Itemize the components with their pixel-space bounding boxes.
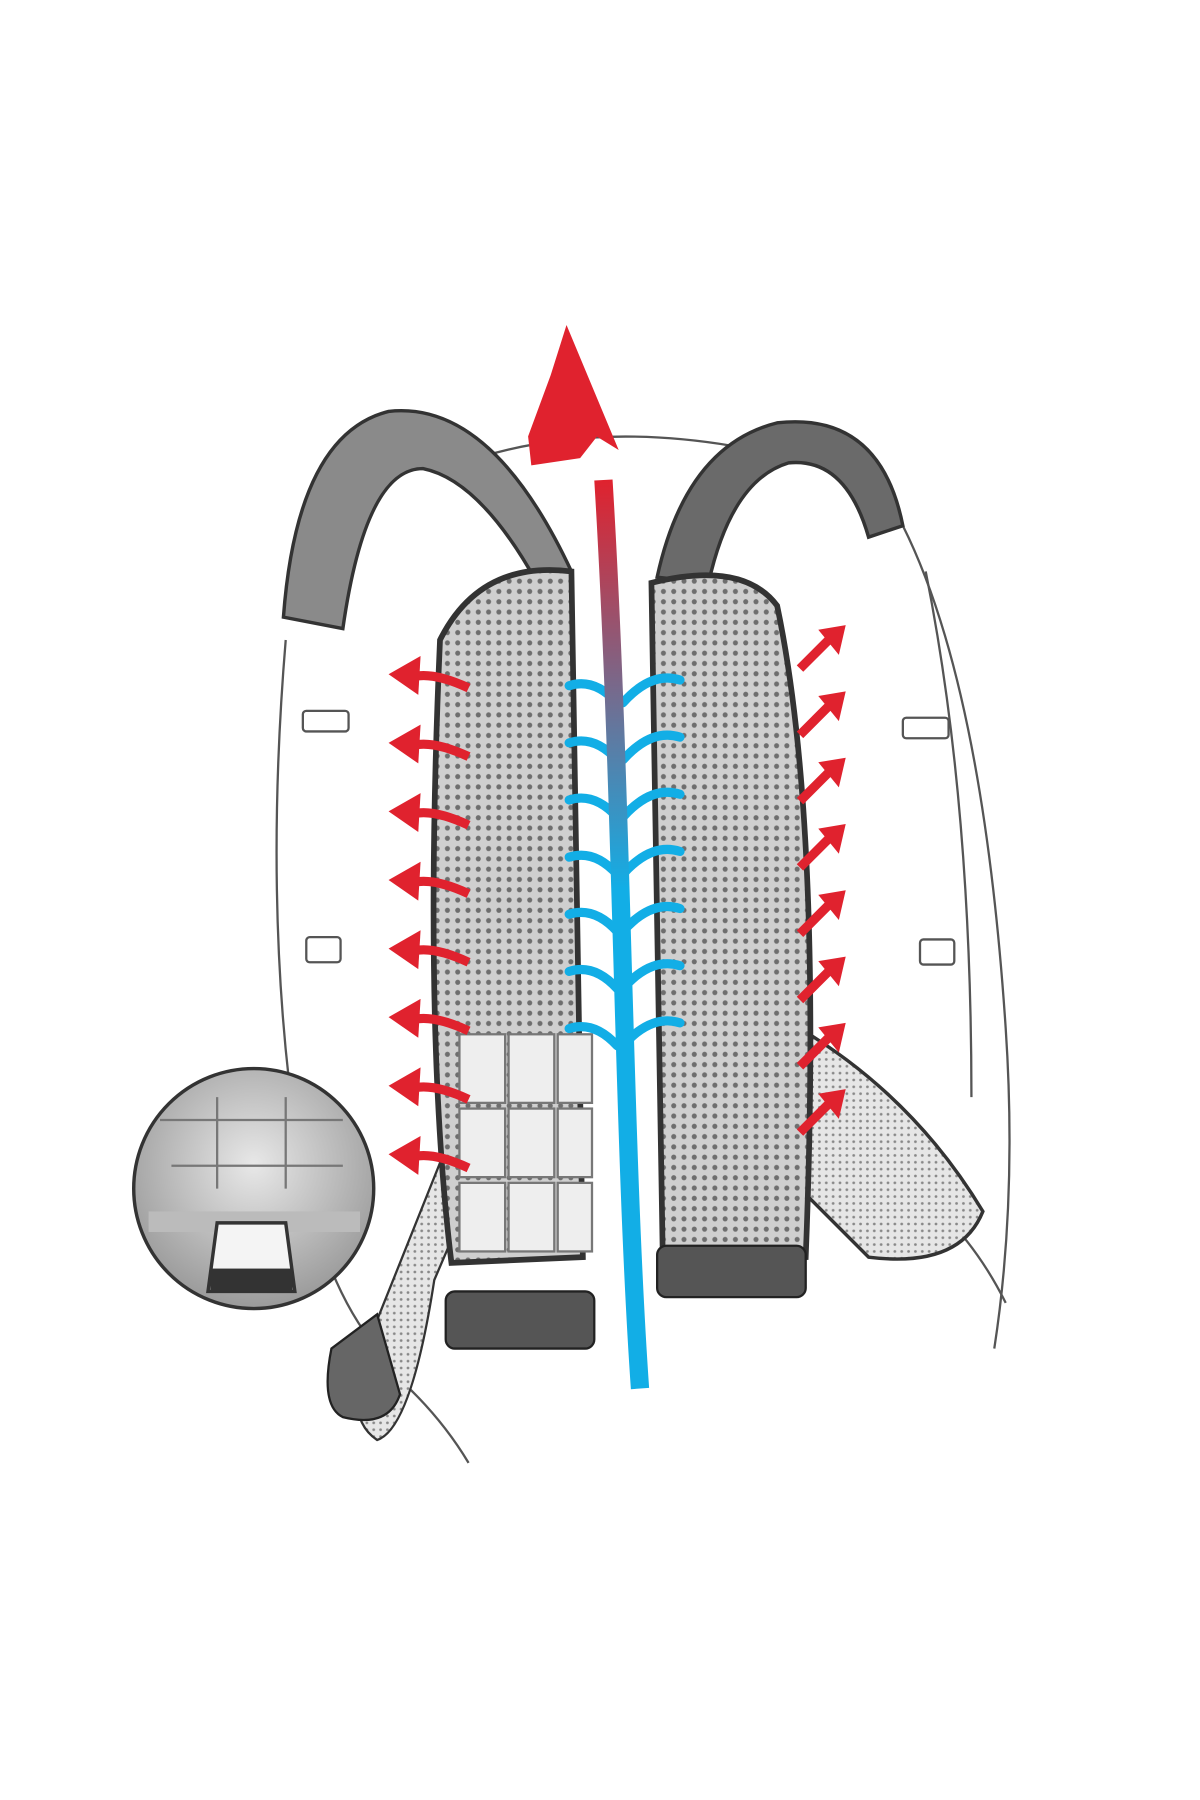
- warm-air-arrowhead: [388, 1136, 421, 1175]
- warm-air-arrow-icon: [796, 703, 832, 739]
- warm-air-arrowhead: [388, 656, 421, 695]
- warm-air-arrowhead: [388, 861, 421, 901]
- right-hip-belt: [798, 1025, 985, 1261]
- warm-air-arrowhead: [818, 956, 846, 987]
- warm-air-arrow-icon: [796, 769, 832, 805]
- warm-air-arrow-icon: [796, 835, 832, 871]
- hip-belt-tab: [326, 1312, 402, 1422]
- warm-air-arrowhead: [388, 793, 421, 832]
- warm-air-arrow-icon: [796, 1034, 832, 1070]
- warm-air-arrow-icon: [796, 901, 832, 937]
- cool-air-branch-icon: [564, 1022, 622, 1051]
- warm-air-arrowhead: [818, 1089, 846, 1119]
- right-panel-base: [655, 1244, 807, 1299]
- warm-air-arrows: [388, 625, 846, 1175]
- warm-air-arrow-icon: [796, 968, 832, 1004]
- airflow-arrow-icon: [528, 325, 619, 466]
- warm-air-arrowhead: [818, 824, 846, 854]
- warm-air-arrowhead: [388, 1067, 421, 1107]
- warm-air-arrowhead: [818, 890, 846, 920]
- warm-air-arrowhead: [388, 724, 421, 764]
- warm-air-arrowhead: [818, 1022, 846, 1053]
- foam-detail-inset-icon: [132, 1066, 376, 1311]
- cool-air-branch-icon: [618, 673, 685, 708]
- warm-air-arrow-icon: [796, 1100, 832, 1136]
- left-shoulder-strap: [281, 409, 574, 631]
- left-panel-base: [444, 1290, 596, 1350]
- warm-air-arrowhead: [818, 625, 846, 655]
- warm-air-arrow-icon: [796, 636, 832, 672]
- main-airflow-arrow: [594, 479, 650, 1390]
- warm-air-arrowhead: [388, 930, 421, 970]
- warm-air-arrowhead: [388, 998, 421, 1038]
- cool-air-branch-icon: [618, 730, 685, 765]
- cool-air-branch-icon: [564, 964, 622, 994]
- warm-air-arrowhead: [818, 757, 846, 788]
- cool-air-branch-icon: [618, 787, 685, 822]
- right-shoulder-strap: [655, 420, 905, 585]
- foam-blocks: [458, 1033, 594, 1253]
- warm-air-arrowhead: [818, 691, 846, 722]
